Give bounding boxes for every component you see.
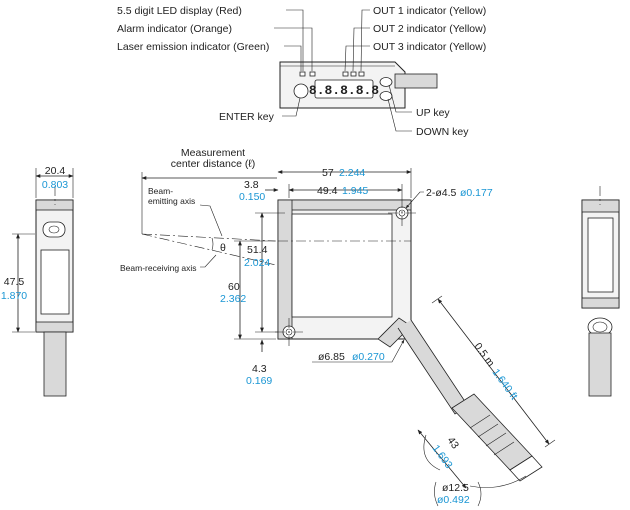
offset-in: 0.150 [239,191,265,203]
holes-mm: 2-ø4.5 [426,187,457,199]
overall-width-mm: 57 [322,167,334,179]
out3-led-icon [342,71,349,77]
enter-key-icon [293,83,309,99]
up-key-icon [379,77,393,87]
left-label-area [40,249,70,315]
alarm-led-icon [309,71,316,77]
hole-pitch-in: 1.945 [342,185,368,197]
beam-receiving-label: Beam-receiving axis [120,263,197,273]
measurement-center-label-2: center distance (ℓ) [171,158,256,170]
connector [451,393,533,471]
beam-emitting-label-2: emitting axis [148,196,195,206]
right-side-view [581,186,620,397]
right-cable [588,332,612,397]
side-height-in: 1.870 [1,290,27,302]
cable-length-mm: 0.5 m [472,341,497,370]
front-view [275,198,543,482]
down-key-callout: DOWN key [416,126,469,138]
bottom-in: 0.169 [246,375,272,387]
cable-dia-mm: ø6.85 [318,351,345,363]
left-window-icon [42,221,66,238]
connector-dia-in: ø0.492 [437,494,470,506]
beam-emitting-label-1: Beam- [148,186,173,196]
theta-label: θ [220,242,226,254]
bottom-mm: 4.3 [252,363,267,375]
connector-length-mm: 43 [445,435,462,452]
out2-led-icon [350,71,357,77]
height-in: 2.362 [220,293,246,305]
cable [397,319,469,415]
front-window [291,213,393,318]
offset-mm: 3.8 [244,179,259,191]
side-width-in: 0.803 [42,179,68,191]
up-key-callout: UP key [416,107,450,119]
holes-in: ø0.177 [460,187,493,199]
laser-led-icon [299,71,306,77]
left-cable [43,331,67,397]
hole-vertical-mm: 51.4 [247,244,268,256]
height-mm: 60 [228,281,240,293]
led-display [314,79,374,99]
alarm-indicator-callout: Alarm indicator (Orange) [117,23,232,35]
led-display-callout: 5.5 digit LED display (Red) [117,5,242,17]
side-height-mm: 47.5 [4,276,25,288]
connector-dia-mm: ø12.5 [442,482,469,494]
out3-callout: OUT 3 indicator (Yellow) [373,41,486,53]
enter-key-callout: ENTER key [219,111,275,123]
beam-receiving-line [141,233,277,266]
led-digits: 8.8.8.8.8 [309,83,379,98]
down-key-icon [379,91,393,101]
overall-width-in: 2.244 [339,167,365,179]
top-cable-stub [394,73,438,89]
measurement-center-label-1: Measurement [181,147,245,159]
front-dimensions: 57 2.244 49.4 1.945 3.8 0.150 2-ø4.5 ø0.… [220,167,556,507]
hole-vertical-in: 2.024 [244,257,270,269]
out1-led-icon [358,71,365,77]
top-view: 8.8.8.8.8 5.5 digit LED display (Red) Al… [117,5,486,138]
out1-callout: OUT 1 indicator (Yellow) [373,5,486,17]
cable-dia-in: ø0.270 [352,351,385,363]
beam-axes: Measurement center distance (ℓ) Beam- em… [120,147,277,273]
out2-callout: OUT 2 indicator (Yellow) [373,23,486,35]
side-width-mm: 20.4 [45,165,66,177]
hole-pitch-mm: 49.4 [317,185,338,197]
laser-indicator-callout: Laser emission indicator (Green) [117,41,269,53]
left-side-view: 20.4 0.803 47.5 1.870 [1,165,74,397]
cable-length-in: 1.640 ft [490,367,520,402]
